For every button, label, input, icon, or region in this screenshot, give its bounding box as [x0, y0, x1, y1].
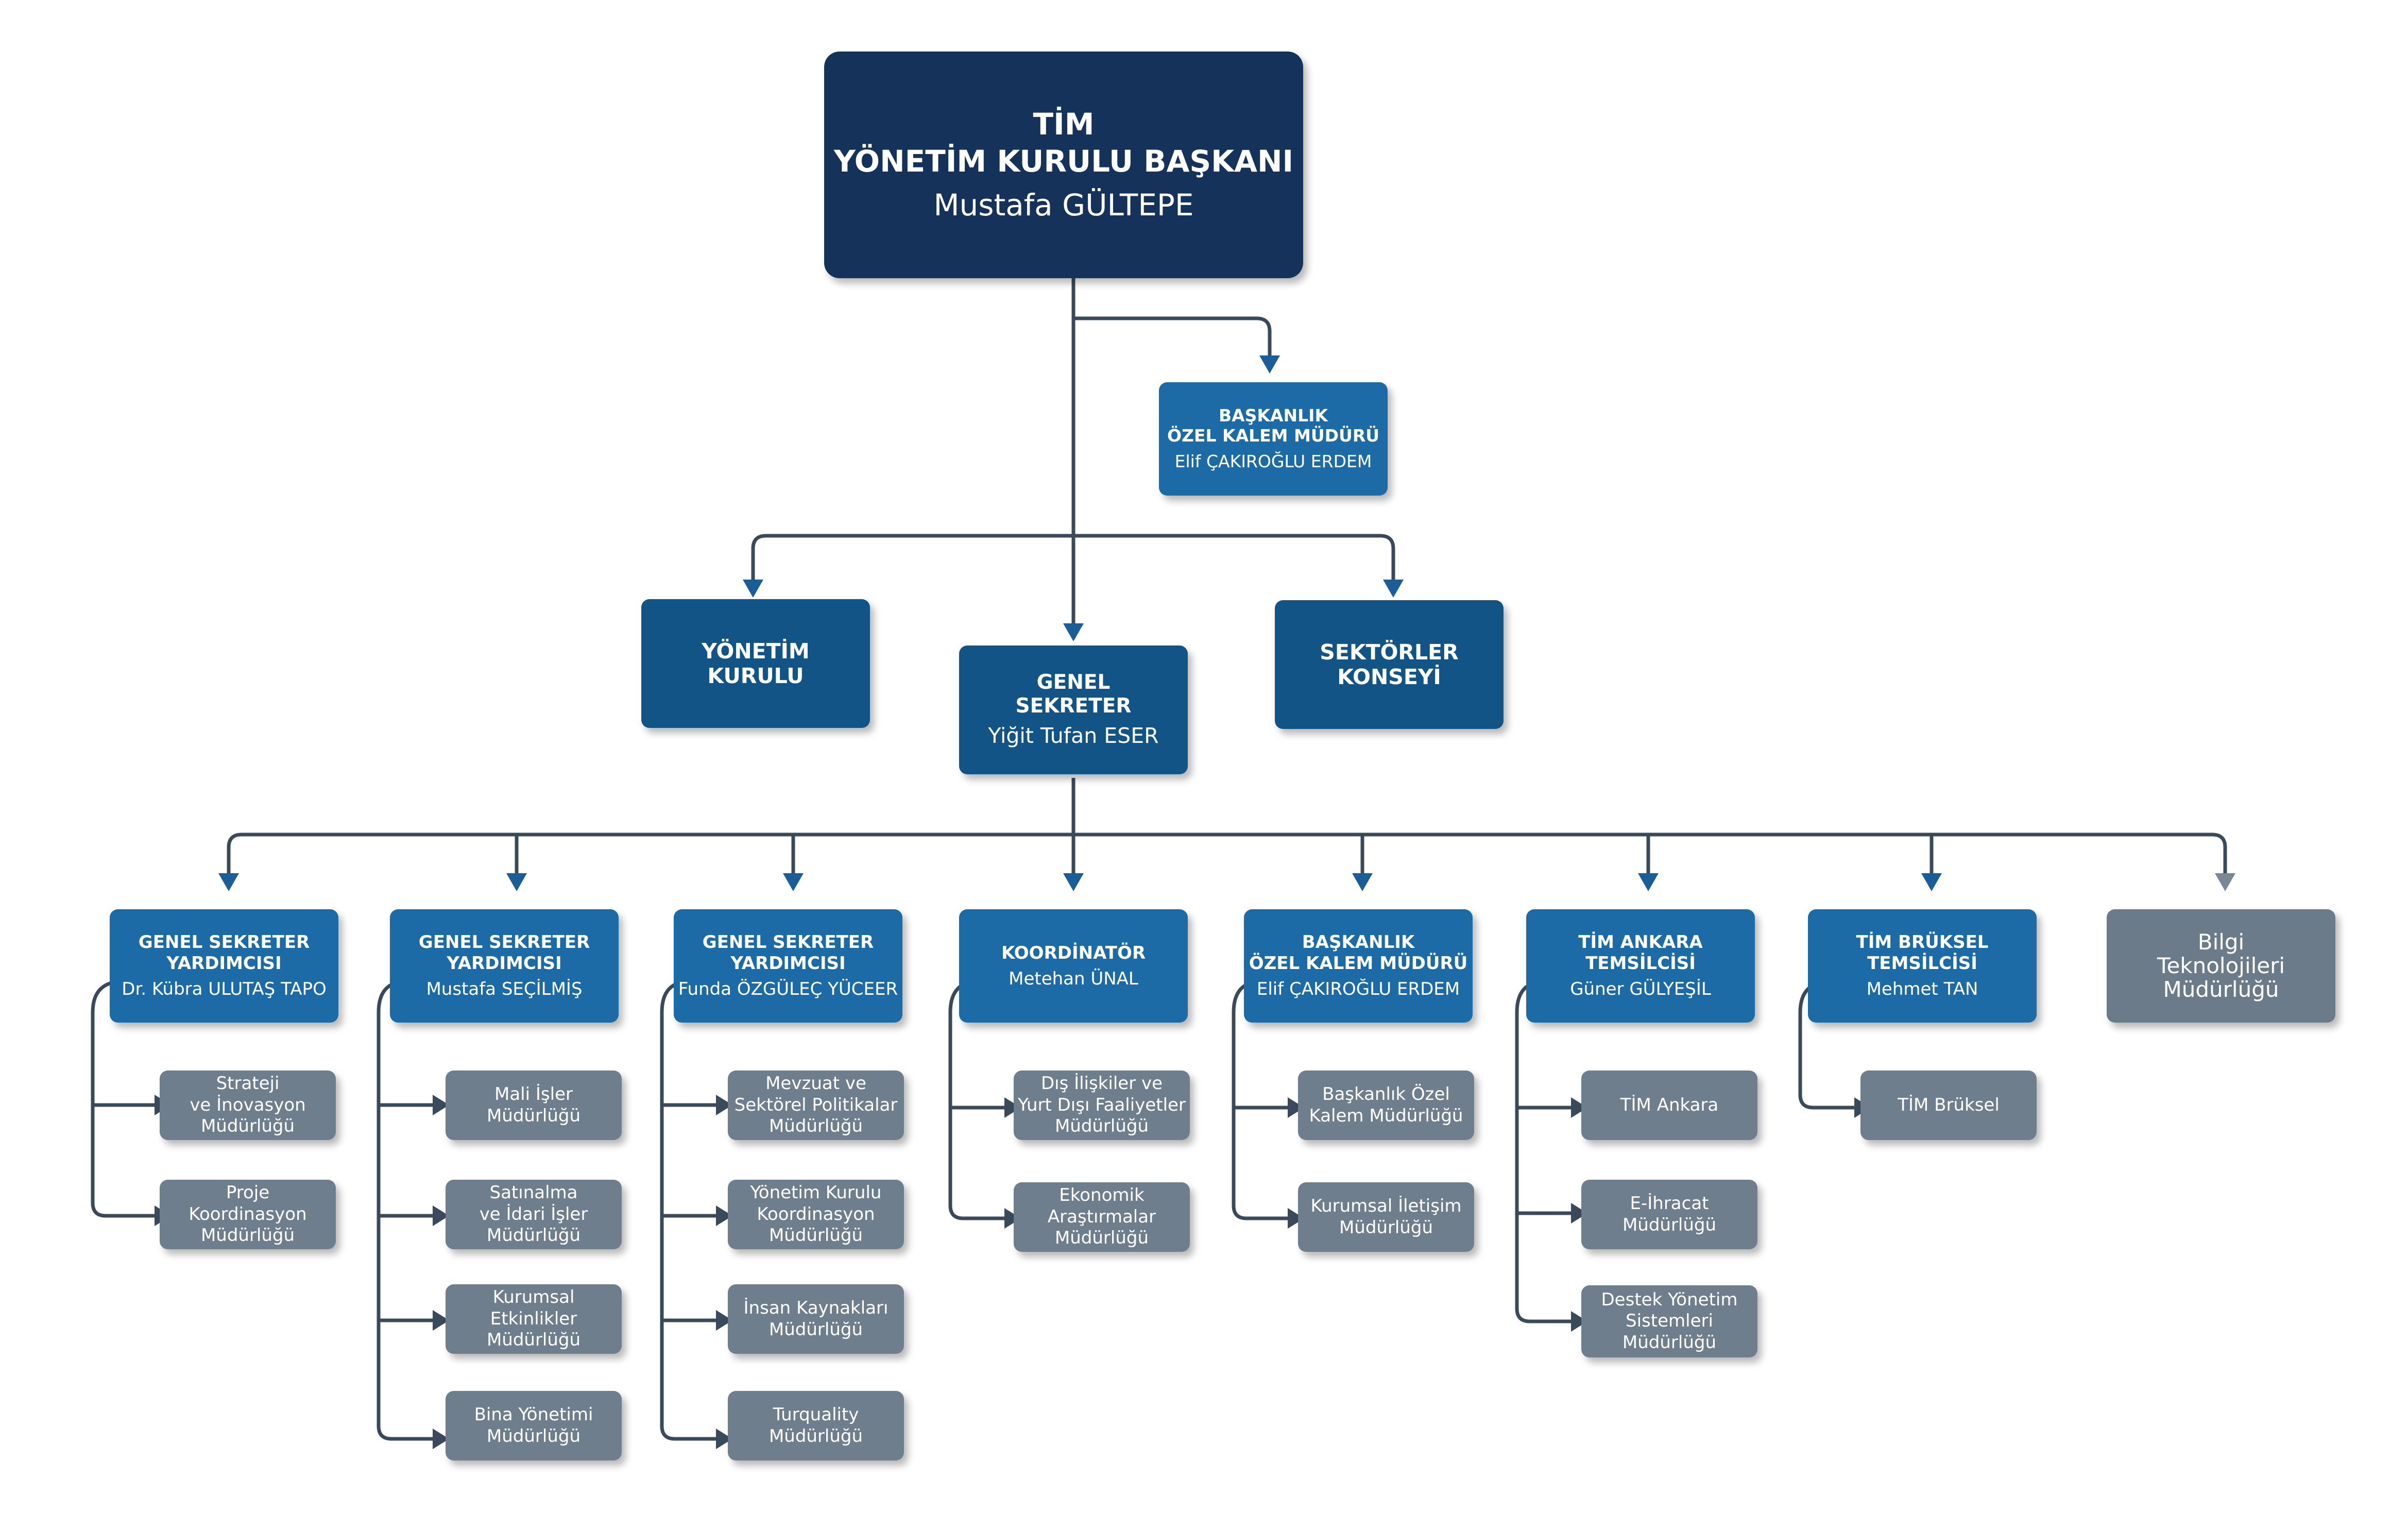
chairman-box: TİM YÖNETİM KURULU BAŞKANI Mustafa GÜLTE… [824, 52, 1303, 278]
brussels-representative-box: TİM BRÜKSEL TEMSİLCİSİ Mehmet TAN [1808, 909, 2037, 1023]
unit-label: Satınalma ve İdari İşler Müdürlüğü [479, 1182, 588, 1246]
unit-e-export: E-İhracat Müdürlüğü [1581, 1180, 1757, 1249]
chairman-title: TİM YÖNETİM KURULU BAŞKANI [833, 107, 1294, 179]
deputy-secretary-3-name: Funda ÖZGÜLEÇ YÜCEER [678, 978, 898, 999]
private-office-title: BAŞKANLIK ÖZEL KALEM MÜDÜRÜ [1167, 405, 1380, 446]
unit-label: Proje Koordinasyon Müdürlüğü [189, 1182, 307, 1246]
unit-label: Strateji ve İnovasyon Müdürlüğü [190, 1073, 306, 1137]
unit-turquality: Turquality Müdürlüğü [728, 1391, 904, 1460]
brussels-representative-title: TİM BRÜKSEL TEMSİLCİSİ [1856, 932, 1989, 974]
secretary-general-box: GENEL SEKRETER Yiğit Tufan ESER [959, 645, 1188, 774]
unit-procurement-admin: Satınalma ve İdari İşler Müdürlüğü [446, 1180, 622, 1249]
deputy-secretary-3-title: GENEL SEKRETER YARDIMCISI [702, 932, 874, 974]
unit-project-coordination: Proje Koordinasyon Müdürlüğü [160, 1180, 336, 1249]
ankara-representative-name: Güner GÜLYEŞİL [1570, 978, 1711, 999]
unit-label: Kurumsal İletişim Müdürlüğü [1310, 1196, 1462, 1238]
secretary-general-title: GENEL SEKRETER [1015, 671, 1132, 718]
deputy-secretary-3-box: GENEL SEKRETER YARDIMCISI Funda ÖZGÜLEÇ … [674, 909, 902, 1023]
unit-label: TİM Brüksel [1898, 1094, 2000, 1115]
unit-human-resources: İnsan Kaynakları Müdürlüğü [728, 1284, 904, 1354]
secretary-general-name: Yiğit Tufan ESER [988, 723, 1159, 749]
private-office-director-title: BAŞKANLIK ÖZEL KALEM MÜDÜRÜ [1249, 932, 1468, 974]
unit-foreign-relations: Dış İlişkiler ve Yurt Dışı Faaliyetler M… [1014, 1071, 1190, 1140]
it-directorate-title: Bilgi Teknolojileri Müdürlüğü [2157, 929, 2285, 1003]
deputy-secretary-2-title: GENEL SEKRETER YARDIMCISI [418, 932, 590, 974]
unit-strategy-innovation: Strateji ve İnovasyon Müdürlüğü [160, 1071, 336, 1140]
unit-legislation-policy: Mevzuat ve Sektörel Politikalar Müdürlüğ… [728, 1071, 904, 1140]
deputy-secretary-1-box: GENEL SEKRETER YARDIMCISI Dr. Kübra ULUT… [110, 909, 338, 1023]
ankara-representative-box: TİM ANKARA TEMSİLCİSİ Güner GÜLYEŞİL [1526, 909, 1755, 1023]
unit-economic-research: Ekonomik Araştırmalar Müdürlüğü [1014, 1182, 1190, 1252]
unit-tim-ankara: TİM Ankara [1581, 1071, 1757, 1140]
unit-label: Bina Yönetimi Müdürlüğü [474, 1404, 593, 1447]
chairman-name: Mustafa GÜLTEPE [933, 188, 1194, 223]
unit-label: Dış İlişkiler ve Yurt Dışı Faaliyetler M… [1018, 1073, 1186, 1137]
private-office-director-name: Elif ÇAKIROĞLU ERDEM [1256, 978, 1460, 999]
coordinator-box: KOORDİNATÖR Metehan ÜNAL [959, 909, 1188, 1023]
private-office-box: BAŞKANLIK ÖZEL KALEM MÜDÜRÜ Elif ÇAKIROĞ… [1159, 382, 1388, 496]
unit-label: Turquality Müdürlüğü [768, 1404, 863, 1447]
unit-corporate-communication: Kurumsal İletişim Müdürlüğü [1298, 1182, 1474, 1252]
unit-label: E-İhracat Müdürlüğü [1622, 1193, 1717, 1235]
private-office-director-box: BAŞKANLIK ÖZEL KALEM MÜDÜRÜ Elif ÇAKIROĞ… [1244, 909, 1473, 1023]
coordinator-title: KOORDİNATÖR [1001, 942, 1146, 963]
unit-building-management: Bina Yönetimi Müdürlüğü [446, 1391, 622, 1460]
coordinator-name: Metehan ÜNAL [1009, 968, 1138, 989]
unit-label: İnsan Kaynakları Müdürlüğü [743, 1298, 889, 1340]
deputy-secretary-1-name: Dr. Kübra ULUTAŞ TAPO [122, 978, 327, 999]
sectors-council-title: SEKTÖRLER KONSEYİ [1320, 639, 1459, 689]
unit-private-office: Başkanlık Özel Kalem Müdürlüğü [1298, 1071, 1474, 1140]
deputy-secretary-2-box: GENEL SEKRETER YARDIMCISI Mustafa SEÇİLM… [390, 909, 619, 1023]
unit-label: Kurumsal Etkinlikler Müdürlüğü [486, 1287, 581, 1351]
unit-label: Ekonomik Araştırmalar Müdürlüğü [1047, 1185, 1156, 1249]
unit-tim-brussels: TİM Brüksel [1860, 1071, 2037, 1140]
unit-support-management: Destek Yönetim Sistemleri Müdürlüğü [1581, 1285, 1757, 1357]
unit-board-coordination: Yönetim Kurulu Koordinasyon Müdürlüğü [728, 1180, 904, 1249]
board-box: YÖNETİM KURULU [641, 599, 870, 728]
private-office-name: Elif ÇAKIROĞLU ERDEM [1174, 451, 1372, 472]
ankara-representative-title: TİM ANKARA TEMSİLCİSİ [1578, 932, 1703, 974]
unit-label: Başkanlık Özel Kalem Müdürlüğü [1309, 1084, 1463, 1126]
unit-label: TİM Ankara [1620, 1094, 1719, 1115]
unit-label: Mali İşler Müdürlüğü [486, 1084, 581, 1126]
sectors-council-box: SEKTÖRLER KONSEYİ [1275, 600, 1504, 729]
unit-label: Mevzuat ve Sektörel Politikalar Müdürlüğ… [734, 1073, 898, 1137]
brussels-representative-name: Mehmet TAN [1866, 978, 1978, 999]
unit-label: Yönetim Kurulu Koordinasyon Müdürlüğü [750, 1182, 882, 1246]
board-title: YÖNETİM KURULU [702, 638, 810, 688]
it-directorate-box: Bilgi Teknolojileri Müdürlüğü [2107, 909, 2335, 1023]
unit-label: Destek Yönetim Sistemleri Müdürlüğü [1601, 1289, 1738, 1353]
deputy-secretary-2-name: Mustafa SEÇİLMİŞ [426, 978, 583, 999]
unit-financial-affairs: Mali İşler Müdürlüğü [446, 1071, 622, 1140]
unit-corporate-events: Kurumsal Etkinlikler Müdürlüğü [446, 1284, 622, 1354]
deputy-secretary-1-title: GENEL SEKRETER YARDIMCISI [138, 932, 310, 974]
